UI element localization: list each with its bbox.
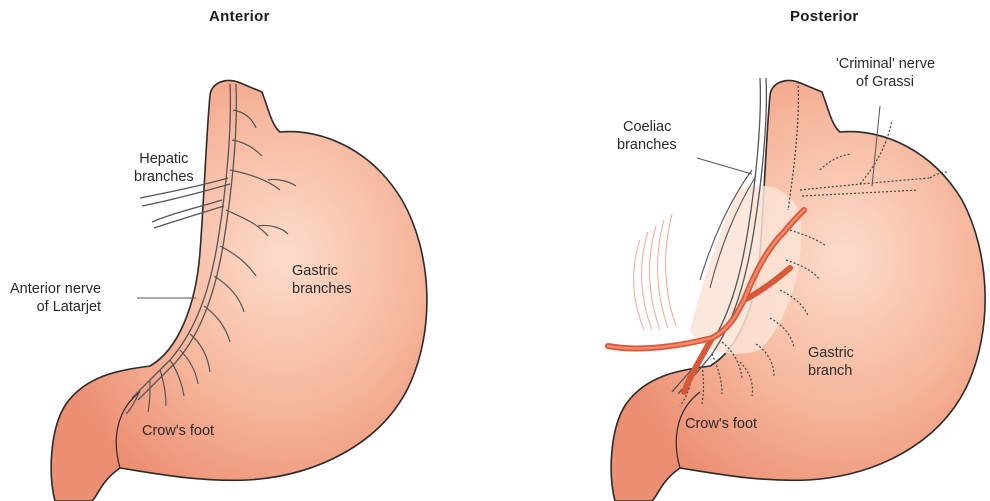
anterior-gastric-line-2: branches — [292, 280, 352, 298]
hepatic-branches-label: Hepatic branches — [134, 150, 194, 186]
criminal-label-line-1: 'Criminal' nerve — [836, 55, 935, 73]
latarjet-label: Anterior nerve of Latarjet — [10, 280, 101, 316]
posterior-gastric-line-2: branch — [808, 362, 854, 380]
coeliac-branches-label: Coeliac branches — [617, 118, 677, 154]
latarjet-label-line-2: of Latarjet — [10, 298, 101, 316]
hepatic-label-line-1: Hepatic — [134, 150, 194, 168]
posterior-gastric-line-1: Gastric — [808, 344, 854, 362]
posterior-gastric-label: Gastric branch — [808, 344, 854, 380]
coeliac-leader — [697, 158, 752, 174]
coeliac-label-line-2: branches — [617, 136, 677, 154]
posterior-title: Posterior — [790, 8, 859, 25]
anterior-crows-foot-label: Crow's foot — [142, 422, 214, 440]
anterior-panel — [51, 81, 427, 501]
criminal-label-line-2: of Grassi — [836, 73, 935, 91]
anterior-title: Anterior — [209, 8, 270, 25]
posterior-crows-foot-label: Crow's foot — [685, 415, 757, 433]
hepatic-label-line-2: branches — [134, 168, 194, 186]
anterior-stomach — [51, 81, 427, 501]
anterior-gastric-label: Gastric branches — [292, 262, 352, 298]
latarjet-label-line-1: Anterior nerve — [10, 280, 101, 298]
coeliac-plexus-hatching — [634, 214, 676, 330]
anterior-gastric-line-1: Gastric — [292, 262, 352, 280]
criminal-nerve-label: 'Criminal' nerve of Grassi — [836, 55, 935, 91]
coeliac-label-line-1: Coeliac — [617, 118, 677, 136]
